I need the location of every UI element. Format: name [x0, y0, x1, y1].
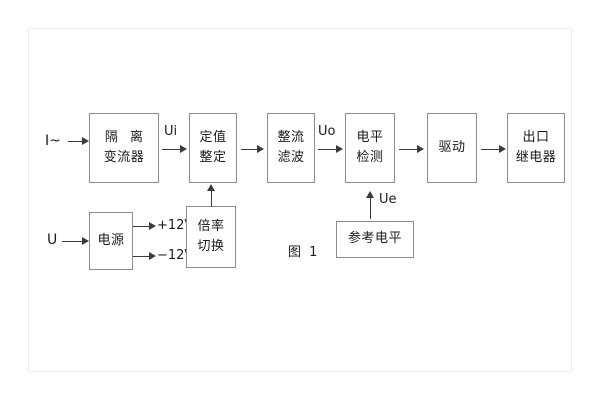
current-input-label: I~	[45, 133, 61, 149]
node-output-relay-line-1: 出口	[522, 129, 550, 145]
node-multiplier-switch: 倍率 切换	[186, 206, 236, 268]
node-rectify-filter-line-1: 整流	[277, 129, 305, 145]
node-isolation-ct-line-2: 变流器	[103, 150, 145, 165]
ue-label: Ue	[379, 192, 397, 207]
node-isolation-ct-line-1: 隔 离	[104, 129, 148, 145]
figure-frame	[28, 28, 572, 372]
ui-arrowhead	[180, 145, 187, 153]
node-drive: 驱动	[427, 113, 477, 183]
voltage-input-line	[62, 241, 84, 242]
node-level-detect-line-1: 电平	[356, 129, 384, 145]
voltage-input-arrowhead	[82, 237, 89, 245]
ui-label: Ui	[164, 124, 178, 139]
node-output-relay: 出口 继电器	[507, 113, 565, 183]
node-level-detect: 电平 检测	[345, 113, 395, 183]
setting-to-rectify-arrowhead	[257, 145, 264, 153]
node-setting-line-2: 整定	[199, 150, 227, 165]
minus-12v-arrowhead	[149, 252, 156, 260]
current-input-line	[68, 141, 84, 142]
node-multiplier-switch-line-1: 倍率	[197, 218, 225, 234]
ue-arrowhead	[366, 191, 374, 198]
node-reference-level: 参考电平	[336, 221, 414, 258]
level-to-drive-line	[399, 149, 419, 150]
node-rectify-filter-line-2: 滤波	[277, 150, 305, 165]
plus-12v-line	[133, 226, 151, 227]
ue-line	[370, 197, 371, 219]
node-multiplier-switch-line-2: 切换	[197, 239, 225, 254]
plus-12v-label: +12V	[157, 218, 194, 233]
minus-12v-line	[133, 256, 151, 257]
node-setting: 定值 整定	[189, 113, 237, 183]
figure-caption: 图 1	[288, 245, 320, 260]
plus-12v-arrowhead	[149, 222, 156, 230]
drive-to-output-arrowhead	[499, 145, 506, 153]
node-rectify-filter: 整流 滤波	[267, 113, 315, 183]
node-isolation-ct: 隔 离 变流器	[89, 113, 159, 183]
node-reference-level-line-1: 参考电平	[347, 231, 402, 247]
minus-12v-label: −12V	[157, 248, 194, 263]
ui-line	[162, 149, 182, 150]
setting-to-rectify-line	[241, 149, 259, 150]
node-power-supply: 电源	[89, 212, 133, 270]
current-input-arrowhead	[82, 137, 89, 145]
multiplier-to-setting-line	[211, 190, 212, 207]
node-drive-line-1: 驱动	[438, 139, 466, 155]
uo-line	[318, 149, 338, 150]
voltage-input-label: U	[47, 232, 58, 248]
node-power-supply-line-1: 电源	[97, 232, 125, 248]
uo-label: Uo	[318, 124, 336, 139]
level-to-drive-arrowhead	[417, 145, 424, 153]
drive-to-output-line	[481, 149, 501, 150]
uo-arrowhead	[336, 145, 343, 153]
node-setting-line-1: 定值	[199, 129, 227, 145]
node-output-relay-line-2: 继电器	[515, 150, 557, 165]
node-level-detect-line-2: 检测	[356, 150, 384, 165]
multiplier-to-setting-arrowhead	[207, 184, 215, 191]
